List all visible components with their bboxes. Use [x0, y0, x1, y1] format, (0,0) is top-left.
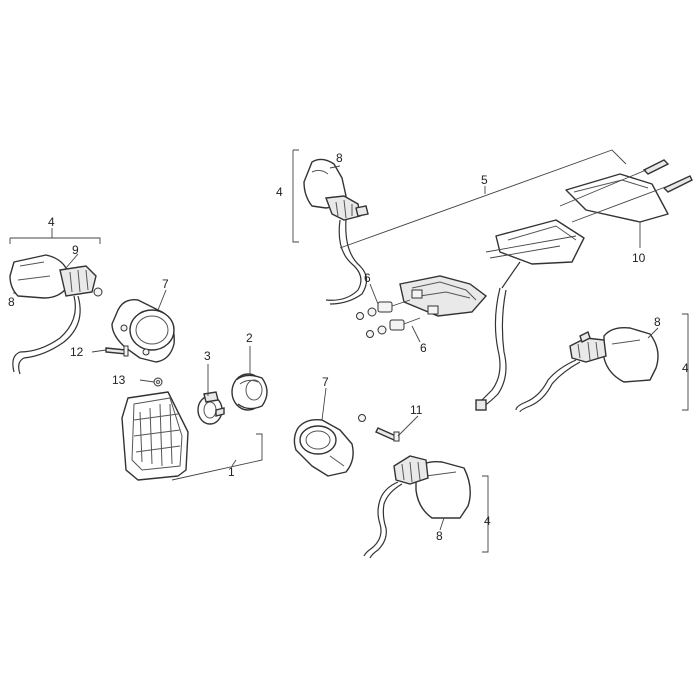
- nut-13: [153, 377, 163, 387]
- callout-3: 3: [204, 349, 211, 363]
- callout-labels: 1 2 3 4 4 4 4 5 6 6 7 7 8 8 8 8 9 10 11 …: [8, 151, 689, 543]
- group-brackets: [9, 149, 689, 553]
- callout-12: 12: [70, 345, 84, 359]
- callout-11: 11: [410, 403, 423, 417]
- callout-8-rear-left: 8: [336, 151, 343, 165]
- rear-right-turn-signal: [515, 326, 659, 413]
- callout-4-front-right: 4: [484, 514, 491, 528]
- front-left-turn-signal: [9, 254, 103, 375]
- callout-2: 2: [246, 331, 253, 345]
- headlight-rubber-boot: [231, 373, 268, 411]
- callout-4-front-left: 4: [48, 215, 55, 229]
- callout-9: 9: [72, 243, 79, 257]
- callout-6-lower: 6: [420, 341, 427, 355]
- callout-8-front-right: 8: [436, 529, 443, 543]
- bolt-12: [105, 345, 129, 357]
- spacer-6-lower: [366, 317, 421, 338]
- callout-1: 1: [228, 465, 235, 479]
- callout-4-rear-left: 4: [276, 185, 283, 199]
- callout-4-rear-right: 4: [682, 361, 689, 375]
- callout-5: 5: [481, 173, 488, 187]
- callout-8-front-left: 8: [8, 295, 15, 309]
- spacer-6-upper: [356, 299, 411, 320]
- callout-13: 13: [112, 373, 126, 387]
- rear-left-turn-signal: [303, 158, 369, 305]
- leader-lines: [13, 165, 659, 531]
- bulb-socket: [197, 391, 225, 425]
- headlight-assembly: [121, 391, 189, 481]
- headlight-bracket-right: [293, 418, 354, 477]
- callout-7-left: 7: [162, 277, 169, 291]
- front-right-turn-signal: [363, 455, 471, 559]
- callout-6-upper: 6: [364, 271, 371, 285]
- license-plate-holder: [399, 159, 693, 411]
- callout-8-rear-right: 8: [654, 315, 661, 329]
- callout-7-center: 7: [322, 375, 329, 389]
- bolt-11: [358, 414, 400, 442]
- callout-10: 10: [632, 251, 646, 265]
